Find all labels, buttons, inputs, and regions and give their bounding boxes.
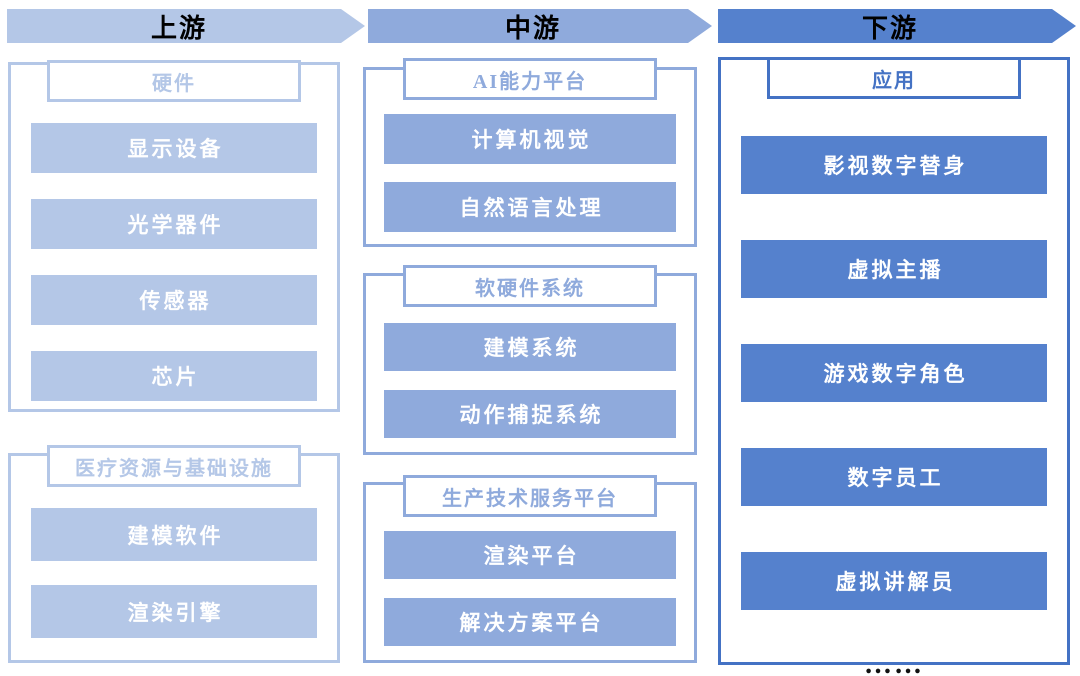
group-production-tech-service-platform: 生产技术服务平台 渲染平台 解决方案平台 [363, 475, 697, 663]
group-software-hardware-systems: 软硬件系统 建模系统 动作捕捉系统 [363, 265, 697, 455]
group-label: 硬件 [47, 60, 301, 102]
chain-item: 建模软件 [31, 508, 317, 561]
chain-item: 建模系统 [384, 323, 676, 371]
chain-item: 自然语言处理 [384, 182, 676, 232]
chain-item: 动作捕捉系统 [384, 390, 676, 438]
ellipsis-more: …… [864, 649, 924, 676]
chain-item: 光学器件 [31, 199, 317, 249]
group-applications: 应用 影视数字替身 虚拟主播 游戏数字角色 数字员工 虚拟讲解员 …… [718, 57, 1070, 676]
group-ai-capability-platform: AI能力平台 计算机视觉 自然语言处理 [363, 58, 697, 247]
group-label: 生产技术服务平台 [403, 475, 657, 517]
upstream-arrow-header: 上游 [7, 9, 365, 43]
group-hardware: 硬件 显示设备 光学器件 传感器 芯片 [8, 60, 340, 412]
chain-item: 虚拟讲解员 [741, 552, 1047, 610]
chain-item: 虚拟主播 [741, 240, 1047, 298]
chain-item: 影视数字替身 [741, 136, 1047, 194]
group-medical-resources-infrastructure: 医疗资源与基础设施 建模软件 渲染引擎 [8, 445, 340, 663]
group-label: AI能力平台 [403, 58, 657, 100]
chain-item: 数字员工 [741, 448, 1047, 506]
chain-item: 传感器 [31, 275, 317, 325]
group-label: 应用 [767, 57, 1021, 99]
chain-item: 显示设备 [31, 123, 317, 173]
chain-item: 芯片 [31, 351, 317, 401]
chain-item: 游戏数字角色 [741, 344, 1047, 402]
downstream-arrow-header: 下游 [718, 9, 1076, 43]
chain-item: 解决方案平台 [384, 598, 676, 646]
chain-item: 计算机视觉 [384, 114, 676, 164]
group-label: 医疗资源与基础设施 [47, 445, 301, 487]
chain-item: 渲染平台 [384, 531, 676, 579]
chain-item: 渲染引擎 [31, 585, 317, 638]
midstream-arrow-header: 中游 [368, 9, 712, 43]
group-label: 软硬件系统 [403, 265, 657, 307]
